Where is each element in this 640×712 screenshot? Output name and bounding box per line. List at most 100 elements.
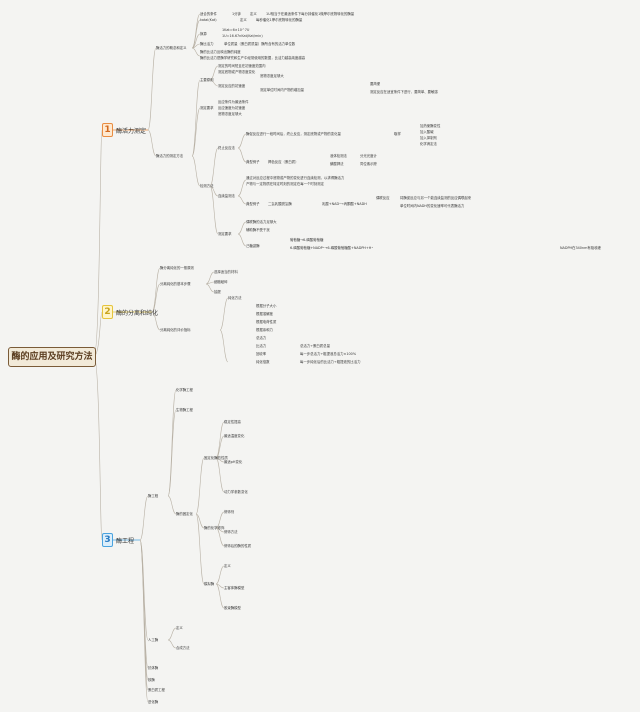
- node[interactable]: 根据溶解度: [256, 312, 273, 316]
- node[interactable]: 最适温度变化: [224, 434, 245, 438]
- node[interactable]: 分离纯化的基本步骤: [160, 282, 191, 286]
- branch-enzyme-activity[interactable]: 1 酶活力测定: [102, 123, 146, 137]
- node[interactable]: 6-磷酸葡萄糖+NADP⁺→6-磷酸葡萄糖酸+NADPH+H⁺: [290, 246, 374, 250]
- node[interactable]: 修饰方法: [224, 530, 238, 534]
- node[interactable]: 底物浓度足够大: [218, 112, 242, 116]
- node[interactable]: 最适pH变化: [224, 460, 243, 464]
- branch-separation-purification[interactable]: 2 酶的分离和纯化: [102, 305, 158, 319]
- node[interactable]: 典型例子: [246, 160, 260, 164]
- node[interactable]: 酶工程: [148, 494, 159, 498]
- node[interactable]: 化学滴定法: [420, 142, 437, 146]
- node[interactable]: 测定要求: [200, 106, 214, 110]
- node[interactable]: 每一步纯化后的比活力÷粗提液的比活力: [300, 360, 361, 364]
- node[interactable]: 1Kat=6×10^7U: [222, 28, 250, 32]
- branch-enzyme-engineering[interactable]: 3 酶工程: [102, 533, 134, 547]
- node[interactable]: 定义: [224, 564, 231, 568]
- node[interactable]: 测定底物或产物浓度变化: [218, 70, 256, 74]
- node[interactable]: 检测方法: [200, 184, 214, 188]
- node[interactable]: 测定要求: [218, 232, 232, 236]
- node[interactable]: 同位素示踪: [360, 162, 377, 166]
- node[interactable]: 偶联反应: [376, 196, 390, 200]
- node[interactable]: 1U相当于在最适条件下每分钟催化1微摩尔底物转化的酶量: [266, 12, 355, 16]
- node[interactable]: 稳定性提高: [224, 420, 241, 424]
- node[interactable]: 换算: [200, 32, 207, 36]
- node[interactable]: 反应条件为最适条件: [218, 100, 249, 104]
- node[interactable]: 酶促反应进行一段时间后，终止反应，测定底物或产物的变化量: [246, 132, 341, 136]
- node[interactable]: 1分钟: [232, 12, 241, 16]
- node[interactable]: 定义: [176, 626, 183, 630]
- node[interactable]: 测定的时间短且在初速度范围内: [218, 64, 266, 68]
- node[interactable]: 总活力÷蛋白质总量: [300, 344, 330, 348]
- node[interactable]: 主要原则: [200, 78, 214, 82]
- node[interactable]: 加热使酶变性: [420, 124, 441, 128]
- node[interactable]: 回收率: [256, 352, 267, 356]
- node[interactable]: 模拟酶: [204, 582, 215, 586]
- node[interactable]: 蛋白质工程: [148, 688, 165, 692]
- node[interactable]: 纯化倍数: [256, 360, 270, 364]
- node[interactable]: 终止反应法: [218, 146, 235, 150]
- node[interactable]: 根据电荷性质: [256, 320, 277, 324]
- node[interactable]: 总活力: [256, 336, 267, 340]
- node[interactable]: 辅助酶不受干扰: [246, 228, 270, 232]
- node[interactable]: 定义: [250, 12, 257, 16]
- node[interactable]: 碘酸钾法: [330, 162, 344, 166]
- node[interactable]: 抽提: [214, 290, 221, 294]
- node[interactable]: 典型例子: [246, 202, 260, 206]
- node[interactable]: 酶的比活力反映出酶的纯度: [200, 50, 241, 54]
- node[interactable]: 固定化酶的性质: [204, 456, 228, 460]
- node[interactable]: 取样: [394, 132, 401, 136]
- node[interactable]: 选择适当的材料: [214, 270, 238, 274]
- node[interactable]: 通过对反应过程中底物或产物的变化进行连续检测，以求得酶活力: [246, 176, 345, 180]
- node[interactable]: 纯化方法: [228, 296, 242, 300]
- node[interactable]: 酶的化学修饰: [204, 526, 225, 530]
- node[interactable]: 酶活力的测定方法: [156, 154, 184, 158]
- node[interactable]: 分离纯化的评价指标: [160, 328, 191, 332]
- node[interactable]: NADPH在340nm有吸收峰: [560, 246, 601, 250]
- node[interactable]: 根据亲和力: [256, 328, 273, 332]
- node[interactable]: 测定反应的初速度: [218, 84, 246, 88]
- node[interactable]: 葡萄糖→6-磷酸葡萄糖: [290, 238, 324, 242]
- node[interactable]: 主客体酶模型: [224, 586, 245, 590]
- node[interactable]: 酶比活力: [200, 42, 214, 46]
- node[interactable]: 单位质量（蛋白质质量）酶所含有的活力单位数: [224, 42, 296, 46]
- node[interactable]: 化学酶工程: [176, 388, 193, 392]
- node[interactable]: 每秒催化1摩尔底物转化的酶量: [256, 18, 303, 22]
- node[interactable]: 二氢乳酸脱氢酶: [268, 202, 292, 206]
- node[interactable]: 修饰剂: [224, 510, 235, 514]
- node[interactable]: 进化酶: [148, 700, 159, 704]
- node[interactable]: 偶联酶的活力足够大: [246, 220, 277, 224]
- node[interactable]: 酶活力的概念和定义: [156, 46, 187, 50]
- node[interactable]: 酶的固定化: [176, 512, 193, 516]
- node[interactable]: 比活力: [256, 344, 267, 348]
- node[interactable]: 单位时间内NADH的变化速率可代表酶活力: [400, 204, 465, 208]
- node[interactable]: 加入酸碱: [420, 130, 434, 134]
- node[interactable]: 连续监测法: [218, 194, 235, 198]
- node[interactable]: 定义: [240, 18, 247, 22]
- node[interactable]: 抗体酶: [148, 666, 159, 670]
- node[interactable]: 生物酶工程: [176, 408, 193, 412]
- node[interactable]: 酶分离纯化的一般原则: [160, 266, 194, 270]
- node[interactable]: 酶的比活力是酶学研究和生产中经常使用的数据，比活力越高纯度越高: [200, 56, 306, 60]
- node[interactable]: 胶束酶模型: [224, 606, 241, 610]
- node[interactable]: 加入抑制剂: [420, 136, 437, 140]
- node[interactable]: 动力学参数变化: [224, 490, 248, 494]
- node[interactable]: katal(Kat): [200, 18, 217, 22]
- node[interactable]: 适合的条件: [200, 12, 217, 16]
- node[interactable]: 乳酸+NAD⁺→丙酮酸+NADH: [322, 202, 367, 206]
- node[interactable]: 细胞破碎: [214, 280, 228, 284]
- node[interactable]: 褐色反应（蛋白质）: [268, 160, 299, 164]
- node[interactable]: 将酶促反应与另一个能连续监测的反应偶联起来: [400, 196, 472, 200]
- node[interactable]: 产物与一定物质在特定时刻的测定在每一个时刻测定: [246, 182, 324, 186]
- node[interactable]: 底物浓度足够大: [260, 74, 284, 78]
- node[interactable]: 核酶: [148, 678, 155, 682]
- node[interactable]: 测定单位时间内产物的增加量: [260, 88, 305, 92]
- node[interactable]: 要简便: [370, 82, 381, 86]
- node[interactable]: 根据分子大小: [256, 304, 277, 308]
- node[interactable]: 己糖激酶: [246, 244, 260, 248]
- node[interactable]: 分光光度计: [360, 154, 377, 158]
- node[interactable]: 1U=16.67nKat(Kat/min): [222, 34, 263, 38]
- node[interactable]: 每一步总活力÷粗提液总活力×100%: [300, 352, 357, 356]
- node[interactable]: 修饰后的酶的性质: [224, 544, 252, 548]
- node[interactable]: 合成方法: [176, 646, 190, 650]
- root-topic[interactable]: 酶的应用及研究方法: [8, 347, 96, 367]
